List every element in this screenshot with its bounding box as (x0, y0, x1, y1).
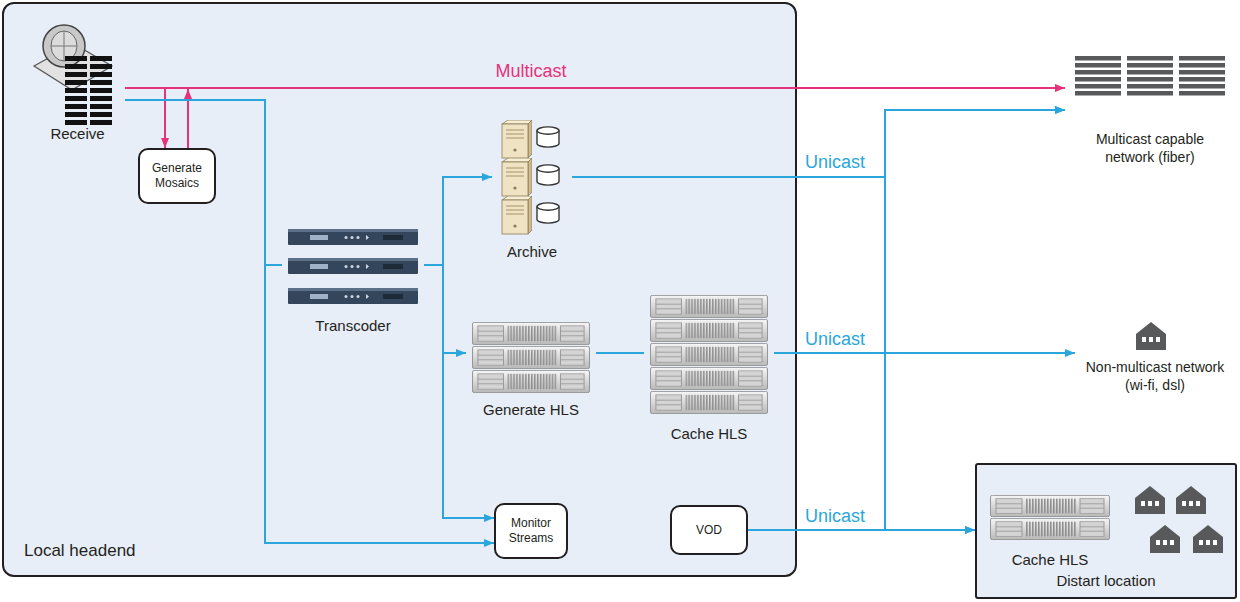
connector-label: Unicast (805, 151, 865, 174)
icon-label: Receive (50, 125, 104, 144)
box-label: Monitor Streams (500, 516, 562, 546)
connector-label: Unicast (805, 328, 865, 351)
connector-label-anchor: Multicast (495, 60, 566, 83)
fiber-network-icon (1075, 56, 1225, 98)
icon-label: Non-multicast network (wi-fi, dsl) (1080, 359, 1230, 394)
remote-site-region: Cache HLS Distart location (975, 463, 1237, 599)
house-icon (1136, 322, 1166, 350)
connector-label-anchor: Unicast (805, 328, 865, 351)
box-label: Generate Mosaics (144, 161, 210, 191)
region-title: Local headend (24, 540, 136, 561)
network-endpoint: Non-multicast network (wi-fi, dsl) (1075, 320, 1235, 394)
process-box: Generate Mosaics (138, 148, 216, 204)
archive-unit: Archive (492, 116, 572, 262)
region-title: Distart location (1056, 572, 1155, 591)
process-box: VOD (670, 505, 748, 555)
box-label: VOD (696, 523, 722, 538)
network-endpoint: Multicast capable network (fiber) (1065, 50, 1235, 166)
icon-label: Cache HLS (671, 425, 748, 444)
hls-cache: Cache HLS (644, 292, 774, 444)
connector-label: Unicast (805, 505, 865, 528)
receiver-unit: Receive (30, 22, 125, 144)
hls-generator: Generate HLS (466, 318, 596, 420)
headend-region: ReceiveGenerate MosaicsTranscoder Archive… (2, 2, 797, 577)
signal-connector (774, 352, 1075, 354)
icon-label: Generate HLS (483, 401, 579, 420)
connector-label-anchor: Unicast (805, 151, 865, 174)
transcoder-unit: Transcoder (282, 224, 424, 336)
connector-label-anchor: Unicast (805, 505, 865, 528)
icon-label: Archive (507, 243, 557, 262)
icon-label: Transcoder (315, 317, 390, 336)
process-box: Monitor Streams (494, 503, 568, 559)
icon-label: Cache HLS (1012, 551, 1089, 570)
hls-cache: Cache HLS (985, 490, 1115, 570)
icon-label: Multicast capable network (fiber) (1075, 131, 1225, 166)
connector-label: Multicast (495, 60, 566, 83)
